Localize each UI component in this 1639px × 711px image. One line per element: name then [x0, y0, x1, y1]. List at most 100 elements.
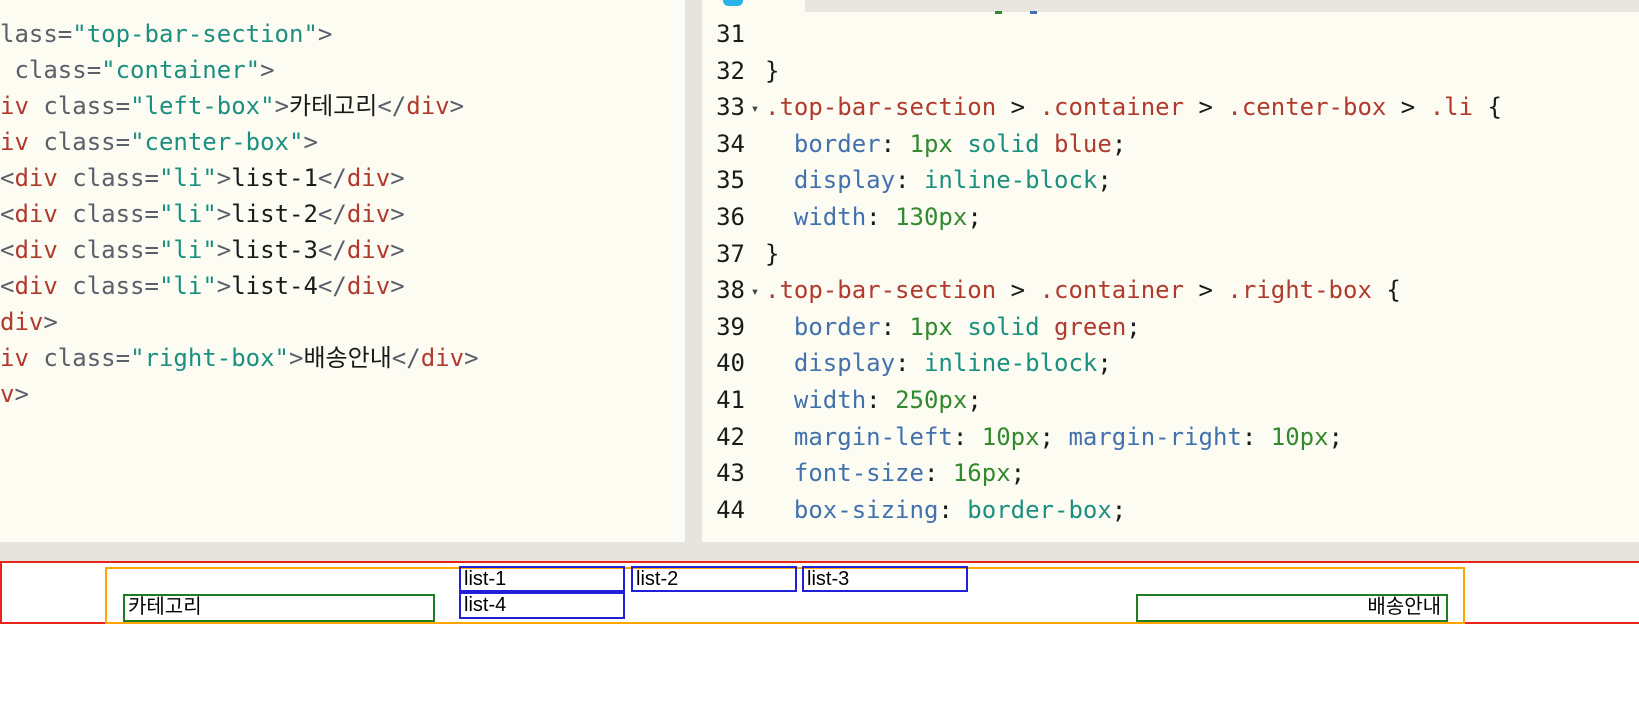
- code-token: ;: [1010, 459, 1026, 488]
- code-token: .container: [1039, 93, 1185, 122]
- code-token: >: [43, 308, 58, 336]
- code-token: list-4: [231, 272, 318, 300]
- code-token: </: [391, 344, 421, 372]
- line-number: 40: [716, 349, 745, 378]
- code-token: iv: [0, 92, 29, 120]
- code-token: ;: [1111, 129, 1127, 158]
- pane-scrollbar-track[interactable]: [685, 0, 702, 542]
- css-code-line[interactable]: 37}: [702, 236, 1639, 273]
- code-token: :: [866, 202, 896, 231]
- code-token: div: [346, 164, 391, 192]
- fold-arrow-icon[interactable]: ▾: [750, 284, 760, 301]
- css-code-line[interactable]: 31: [702, 16, 1639, 53]
- line-number: 31: [716, 20, 745, 48]
- code-token: :: [952, 422, 982, 451]
- css-code-line[interactable]: 41 width: 250px;: [702, 382, 1639, 419]
- code-token: div: [14, 164, 58, 192]
- preview-list-1: list-1: [459, 566, 625, 592]
- html-code-line[interactable]: div>: [0, 304, 673, 340]
- code-token: "li": [158, 164, 217, 192]
- code-token: class=: [28, 92, 131, 120]
- css-code-line[interactable]: 39 border: 1px solid green;: [702, 309, 1639, 346]
- code-token: 카테고리: [289, 92, 378, 120]
- code-token: class=: [0, 56, 102, 84]
- code-token: >: [464, 344, 479, 372]
- code-token: .li: [1429, 93, 1474, 122]
- code-token: solid: [967, 312, 1040, 341]
- html-code-line[interactable]: lass="top-bar-section">: [0, 16, 673, 52]
- code-token: ;: [1126, 312, 1141, 341]
- code-token: >: [996, 276, 1040, 305]
- line-number: 34: [716, 129, 745, 158]
- css-code-line[interactable]: 44 box-sizing: border-box;: [702, 492, 1639, 529]
- css-file-tab-icon[interactable]: [723, 0, 743, 6]
- code-token: width: [765, 202, 867, 231]
- code-token: 배송안내: [303, 344, 392, 372]
- code-token: .center-box: [1227, 93, 1387, 122]
- html-code-line[interactable]: <div class="li">list-2</div>: [0, 196, 673, 232]
- html-code-line[interactable]: <div class="li">list-1</div>: [0, 160, 673, 196]
- code-token: "top-bar-section": [72, 20, 318, 48]
- code-token: 16px: [952, 459, 1011, 488]
- html-code-line[interactable]: <div class="li">list-3</div>: [0, 232, 673, 268]
- line-number: 44: [716, 495, 745, 524]
- code-token: "right-box": [130, 344, 290, 372]
- editor-split-view: lass="top-bar-section"> class="container…: [0, 0, 1639, 542]
- code-token: >: [303, 128, 318, 156]
- css-code-line[interactable]: 38▾.top-bar-section > .container > .righ…: [702, 272, 1639, 309]
- code-token: 250px: [895, 385, 968, 414]
- code-token: font-size: [765, 459, 924, 488]
- code-token: 10px: [1270, 422, 1329, 451]
- code-token: {: [1371, 276, 1401, 305]
- code-token: ;: [1328, 422, 1343, 451]
- code-token: 10px: [981, 422, 1040, 451]
- code-token: :: [938, 495, 968, 524]
- css-code-line[interactable]: 40 display: inline-block;: [702, 345, 1639, 382]
- html-code-line[interactable]: iv class="left-box">카테고리</div>: [0, 88, 673, 124]
- css-code-line[interactable]: 42 margin-left: 10px; margin-right: 10px…: [702, 419, 1639, 456]
- code-token: :: [880, 312, 910, 341]
- code-token: :: [923, 459, 953, 488]
- code-token: >: [390, 164, 405, 192]
- clipped-text-fragment: [1030, 11, 1037, 14]
- code-token: >: [1386, 93, 1430, 122]
- code-token: class=: [28, 344, 131, 372]
- clipped-text-fragment: [995, 11, 1002, 14]
- code-token: margin-left: [765, 422, 953, 451]
- code-token: class=: [57, 236, 159, 264]
- code-token: <: [0, 236, 15, 264]
- code-token: .container: [1039, 276, 1185, 305]
- code-token: v: [0, 380, 15, 408]
- code-token: iv: [0, 128, 29, 156]
- line-number: 35: [716, 166, 745, 195]
- code-token: ;: [967, 202, 982, 231]
- code-token: inline-block: [923, 166, 1098, 195]
- html-code-line[interactable]: class="container">: [0, 52, 673, 88]
- css-code-line[interactable]: 43 font-size: 16px;: [702, 455, 1639, 492]
- code-token: >: [317, 20, 333, 48]
- pane-divider: [673, 0, 685, 542]
- fold-arrow-icon[interactable]: ▾: [750, 101, 760, 118]
- html-code-line[interactable]: iv class="center-box">: [0, 124, 673, 160]
- code-token: .right-box: [1227, 276, 1372, 305]
- html-code-line[interactable]: <div class="li">list-4</div>: [0, 268, 673, 304]
- code-token: "li": [158, 272, 217, 300]
- code-token: "left-box": [130, 92, 275, 120]
- code-token: :: [895, 349, 924, 378]
- code-token: class=: [57, 164, 159, 192]
- html-code-line[interactable]: v>: [0, 376, 673, 412]
- line-number: 39: [716, 312, 745, 341]
- code-token: width: [765, 385, 867, 414]
- html-code-line[interactable]: iv class="right-box">배송안내</div>: [0, 340, 673, 376]
- code-token: list-2: [231, 200, 318, 228]
- css-code-line[interactable]: 36 width: 130px;: [702, 199, 1639, 236]
- css-code-line[interactable]: 35 display: inline-block;: [702, 162, 1639, 199]
- css-code-line[interactable]: 34 border: 1px solid blue;: [702, 126, 1639, 163]
- line-number: 43: [716, 459, 745, 488]
- code-token: "li": [158, 200, 217, 228]
- css-code-line[interactable]: 33▾.top-bar-section > .container > .cent…: [702, 89, 1639, 126]
- html-editor-pane[interactable]: lass="top-bar-section"> class="container…: [0, 0, 673, 542]
- line-number: 33: [716, 93, 745, 122]
- css-code-line[interactable]: 32}: [702, 53, 1639, 90]
